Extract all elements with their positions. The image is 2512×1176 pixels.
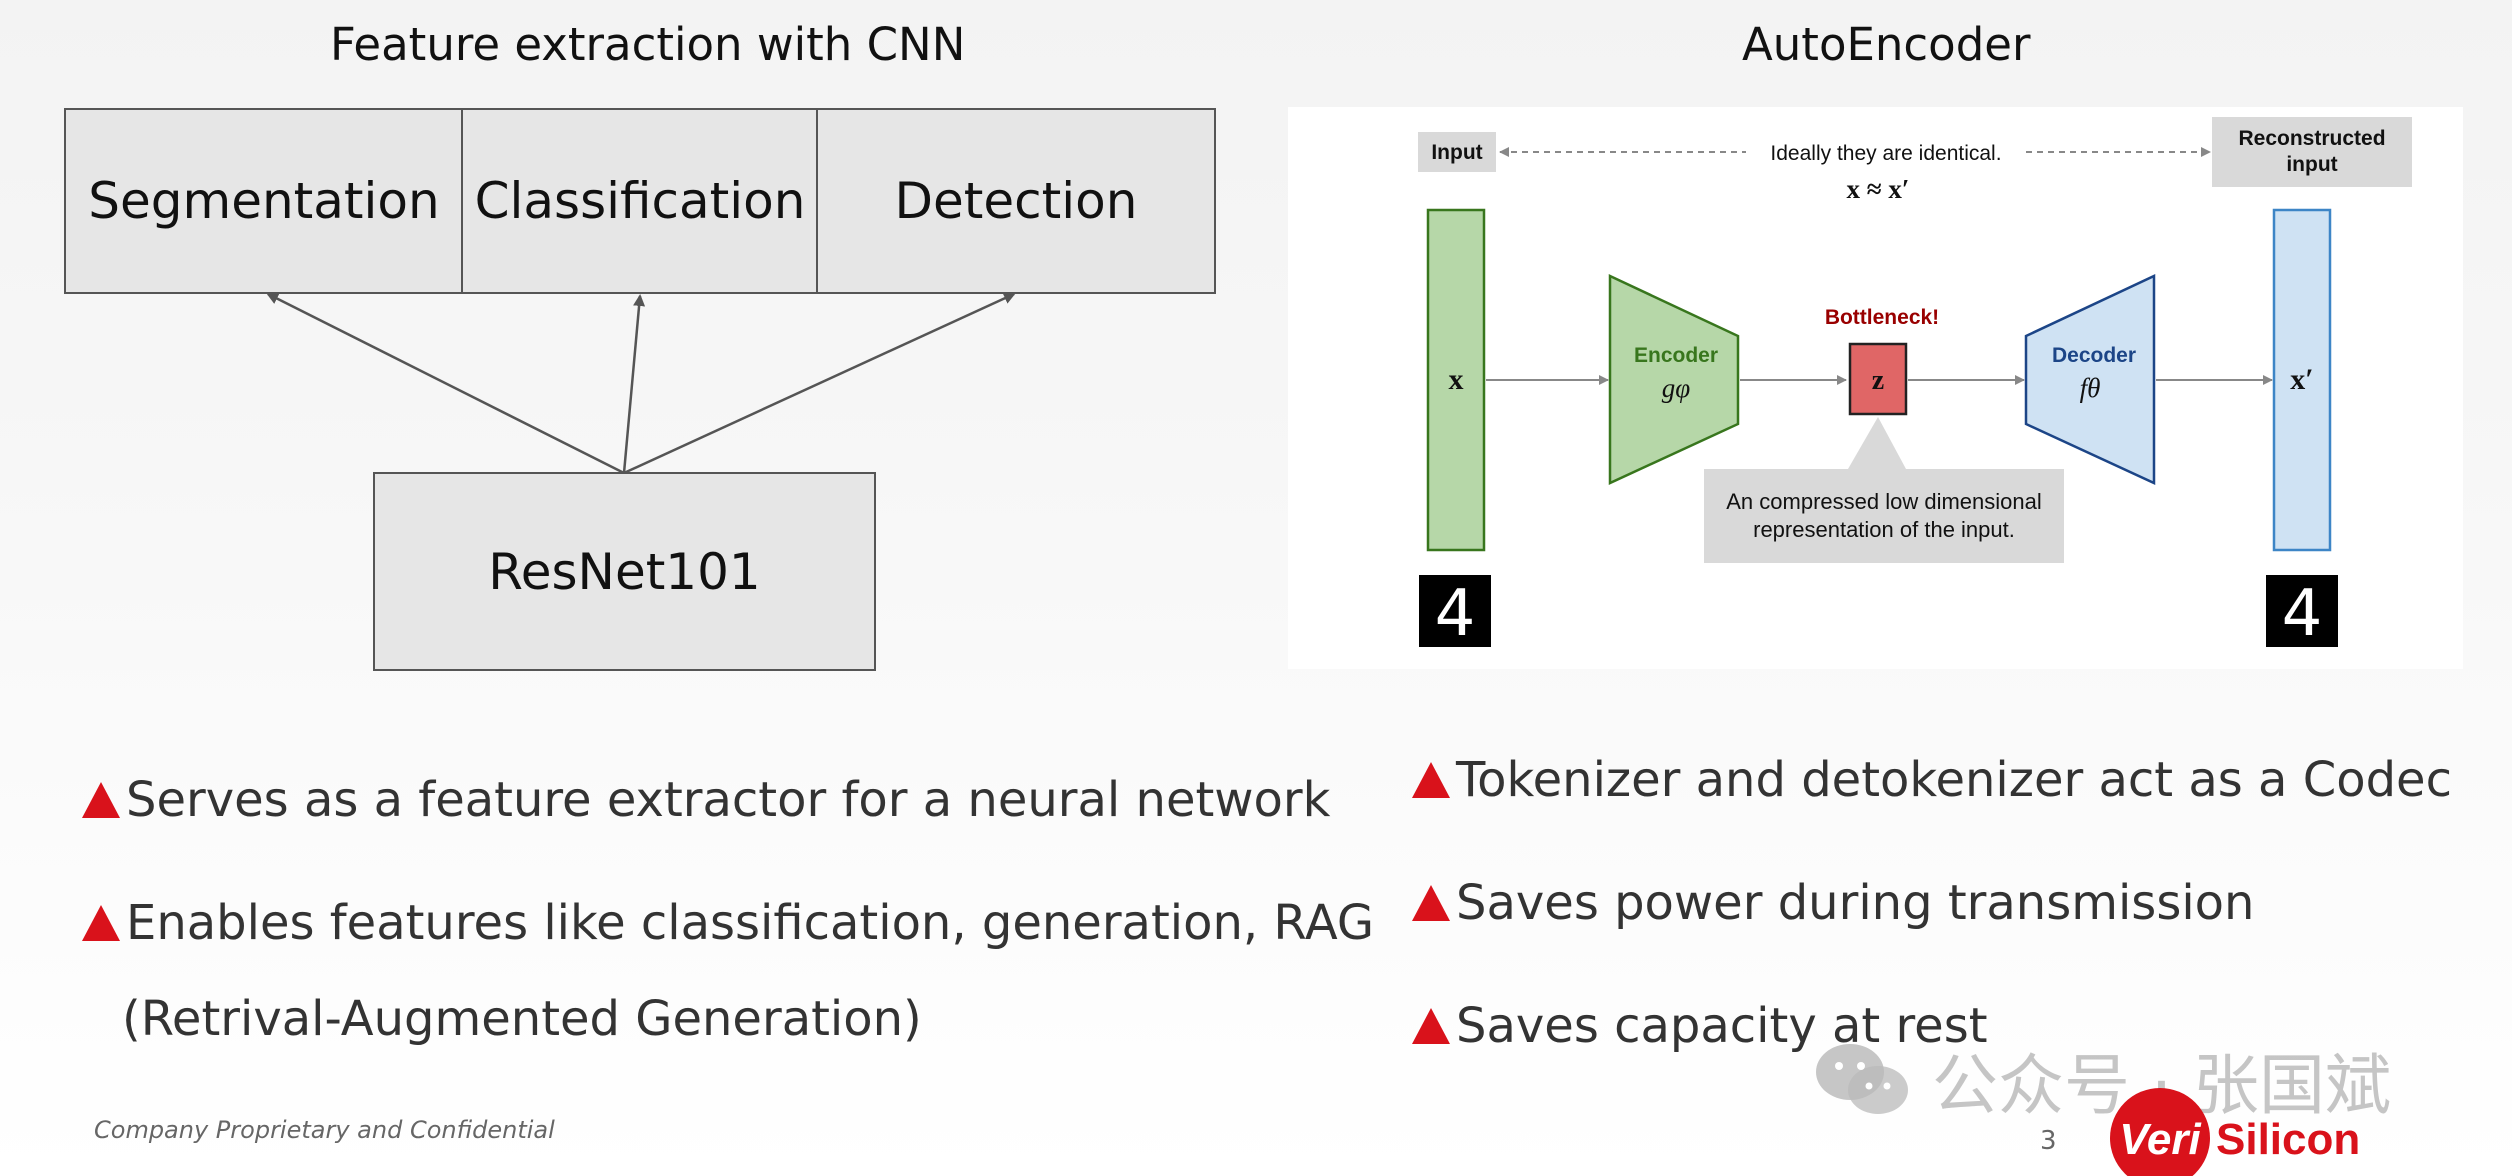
left-bullet-2-continuation: (Retrival-Augmented Generation) xyxy=(122,991,922,1047)
detection-label: Detection xyxy=(894,172,1138,230)
confidential-footer: Company Proprietary and Confidential xyxy=(94,1116,555,1144)
encoder-label: Encoder xyxy=(1634,344,1718,367)
logo-silicon: Silicon xyxy=(2216,1115,2360,1164)
wechat-icon xyxy=(1816,1044,1908,1114)
decoder-fn: fθ xyxy=(2080,373,2101,403)
right-bullet-2: Saves power during transmission xyxy=(1412,875,2254,931)
autoencoder-section-title: AutoEncoder xyxy=(1742,18,2031,71)
input-digit-image xyxy=(1419,575,1491,647)
identical-note: Ideally they are identical. xyxy=(1770,142,2001,165)
bullet-triangle-icon xyxy=(82,782,120,818)
right-bullet-1: Tokenizer and detokenizer act as a Codec xyxy=(1412,752,2452,808)
right-bullet-1-text: Tokenizer and detokenizer act as a Codec xyxy=(1456,752,2452,808)
input-tag-label: Input xyxy=(1431,141,1482,164)
decoder-label: Decoder xyxy=(2052,344,2136,367)
right-bullet-3-text: Saves capacity at rest xyxy=(1456,998,1988,1054)
bottleneck-z-box xyxy=(1848,342,1908,416)
decoder-shape xyxy=(2024,274,2156,485)
z-symbol: z xyxy=(1872,365,1884,396)
autoencoder-diagram: Input Ideally they are identical. x ≈ x′… xyxy=(1288,107,2463,669)
output-digit-image xyxy=(2266,575,2338,647)
encoder-fn: gφ xyxy=(1662,373,1691,403)
approx-formula: x ≈ x′ xyxy=(1847,174,1910,204)
callout-pointer xyxy=(1848,417,1906,469)
classification-box: Classification xyxy=(461,108,819,294)
reconstructed-label-line2: input xyxy=(2286,153,2337,176)
cnn-section-title: Feature extraction with CNN xyxy=(330,18,966,71)
left-bullet-1: Serves as a feature extractor for a neur… xyxy=(82,772,1330,828)
right-bullet-3: Saves capacity at rest xyxy=(1412,998,1988,1054)
left-bullet-2: Enables features like classification, ge… xyxy=(82,895,1374,951)
bullet-triangle-icon xyxy=(1412,1008,1450,1044)
bullet-triangle-icon xyxy=(82,905,120,941)
callout-line2: representation of the input. xyxy=(1753,517,2015,542)
input-bar xyxy=(1426,208,1486,552)
reconstructed-label-line1: Reconstructed xyxy=(2238,127,2385,150)
segmentation-label: Segmentation xyxy=(88,172,440,230)
right-bullet-2-text: Saves power during transmission xyxy=(1456,875,2255,931)
x-prime-symbol: x′ xyxy=(2290,363,2313,396)
page-number: 3 xyxy=(2040,1126,2057,1156)
arrow-to-segmentation xyxy=(266,292,625,475)
verisilicon-logo: Veri Silicon xyxy=(2110,1088,2360,1176)
left-bullet-1-text: Serves as a feature extractor for a neur… xyxy=(126,772,1331,828)
encoder-shape xyxy=(1608,274,1740,485)
segmentation-box: Segmentation xyxy=(64,108,464,294)
callout-box xyxy=(1704,469,2064,563)
bullet-triangle-icon xyxy=(1412,762,1450,798)
left-bullet-2-text: Enables features like classification, ge… xyxy=(126,895,1375,951)
bullet-triangle-icon xyxy=(1412,885,1450,921)
bottleneck-label: Bottleneck! xyxy=(1825,306,1939,329)
output-bar xyxy=(2272,208,2332,552)
arrow-to-detection xyxy=(623,292,1016,475)
detection-box: Detection xyxy=(816,108,1216,294)
cnn-arrows xyxy=(266,292,1016,475)
output-digit: 4 xyxy=(2282,577,2323,651)
input-digit: 4 xyxy=(1435,577,1476,651)
classification-label: Classification xyxy=(474,172,806,230)
input-tag xyxy=(1418,132,1496,172)
x-symbol: x xyxy=(1449,363,1464,396)
callout-line1: An compressed low dimensional xyxy=(1726,489,2042,514)
reconstructed-tag xyxy=(2212,117,2412,187)
resnet101-box: ResNet101 xyxy=(373,472,876,671)
logo-veri: Veri xyxy=(2119,1115,2201,1164)
resnet101-label: ResNet101 xyxy=(488,542,761,601)
arrow-to-classification xyxy=(622,294,646,474)
